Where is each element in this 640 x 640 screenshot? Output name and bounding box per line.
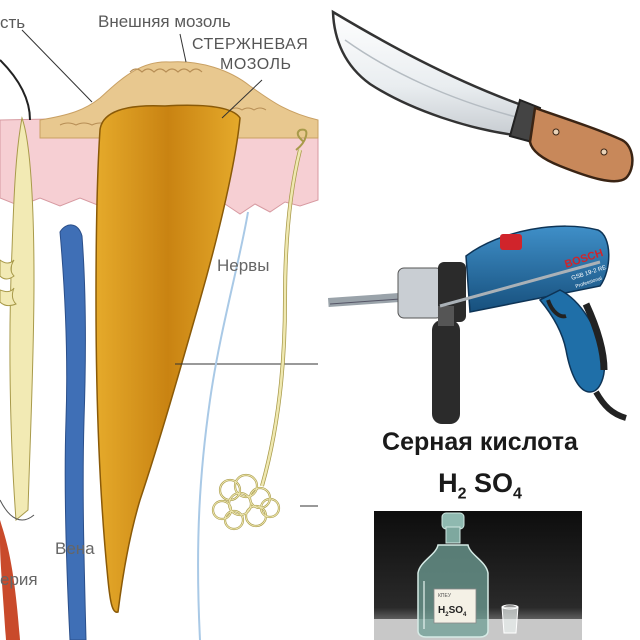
label-vein: Вена	[55, 539, 95, 558]
artery	[0, 520, 20, 640]
acid-title: Серная кислота	[382, 428, 578, 456]
bottle-formula-h-sub: 2	[445, 612, 449, 618]
label-core-callus-2: МОЗОЛЬ	[220, 56, 292, 73]
acid-formula: H2 SO4	[330, 468, 630, 503]
label-top-left-fragment: сть	[0, 13, 26, 32]
knife-icon	[331, 9, 634, 183]
acid-bottle-photo: КПЕУ H2SO4	[374, 511, 582, 640]
vein	[59, 224, 87, 640]
bottle-formula-so: SO	[449, 605, 464, 616]
bottle-scene: КПЕУ H2SO4	[374, 511, 582, 640]
bottle-formula-so-sub: 4	[463, 612, 467, 618]
bottle-label-top: КПЕУ	[438, 593, 452, 599]
label-artery-fragment: ерия	[0, 570, 38, 589]
acid-formula-h: H	[438, 468, 458, 498]
drill-icon: BOSCH GSB 19-2 RE Professional	[327, 225, 627, 424]
core-callus-cone	[95, 104, 241, 613]
nerve	[211, 128, 308, 531]
hair-follicle	[0, 59, 35, 522]
acid-formula-h-sub: 2	[457, 485, 467, 503]
pointer-lines	[21, 29, 318, 507]
acid-formula-so: SO	[474, 468, 514, 498]
label-core-callus-1: СТЕРЖНЕВАЯ	[192, 36, 309, 53]
capillary	[197, 211, 249, 640]
label-nerves: Нервы	[217, 256, 270, 275]
acid-formula-so-sub: 4	[513, 485, 522, 503]
bottle-formula-h: H	[438, 605, 445, 616]
label-outer-callus: Внешняя мозоль	[98, 12, 231, 31]
bottle-formula: H2SO4	[438, 605, 467, 618]
